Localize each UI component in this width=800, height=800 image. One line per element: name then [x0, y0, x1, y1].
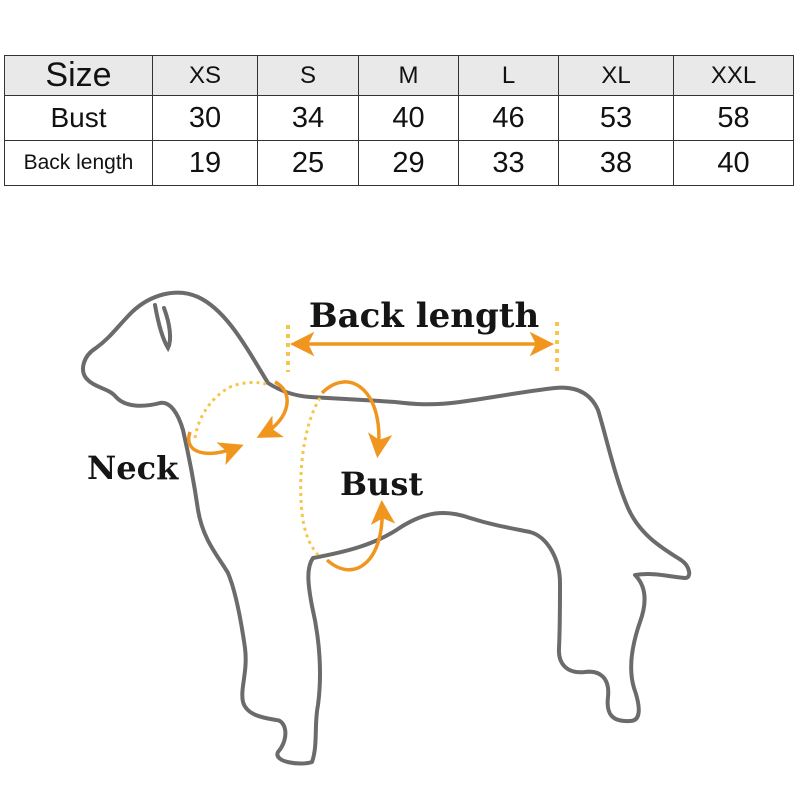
table-cell: 33 [458, 140, 559, 186]
table-cell: 46 [458, 95, 559, 141]
size-chart-table: Size XS S M L XL XXL Bust 30 34 40 46 53… [4, 55, 794, 186]
table-cell: 34 [257, 95, 359, 141]
table-row-back-length: Back length 19 25 29 33 38 40 [4, 140, 794, 186]
size-header-xxl: XXL [673, 55, 794, 96]
neck-arrow-lower [186, 431, 244, 466]
table-cell: 30 [152, 95, 258, 141]
neck-arrow-upper [256, 380, 289, 438]
table-cell: 40 [673, 140, 794, 186]
bust-dotted-guide [299, 397, 322, 556]
size-header-xl: XL [558, 55, 674, 96]
dog-ear [153, 303, 173, 353]
size-header-l: L [458, 55, 559, 96]
bust-label: Bust [340, 465, 423, 503]
bust-row-label: Bust [4, 95, 153, 141]
dog-outline [81, 290, 692, 766]
back-length-label: Back length [309, 296, 539, 336]
size-header-label: Size [4, 55, 153, 96]
table-row-bust: Bust 30 34 40 46 53 58 [4, 95, 794, 141]
bust-arrow-lower [325, 499, 396, 572]
table-cell: 58 [673, 95, 794, 141]
back-length-row-label: Back length [4, 140, 153, 186]
bust-arrow-upper [320, 380, 393, 459]
neck-label: Neck [87, 449, 179, 487]
table-header-row: Size XS S M L XL XXL [4, 55, 794, 96]
table-cell: 40 [358, 95, 459, 141]
neck-dotted-guide [193, 380, 267, 439]
table-cell: 29 [358, 140, 459, 186]
table-cell: 19 [152, 140, 258, 186]
table-cell: 25 [257, 140, 359, 186]
